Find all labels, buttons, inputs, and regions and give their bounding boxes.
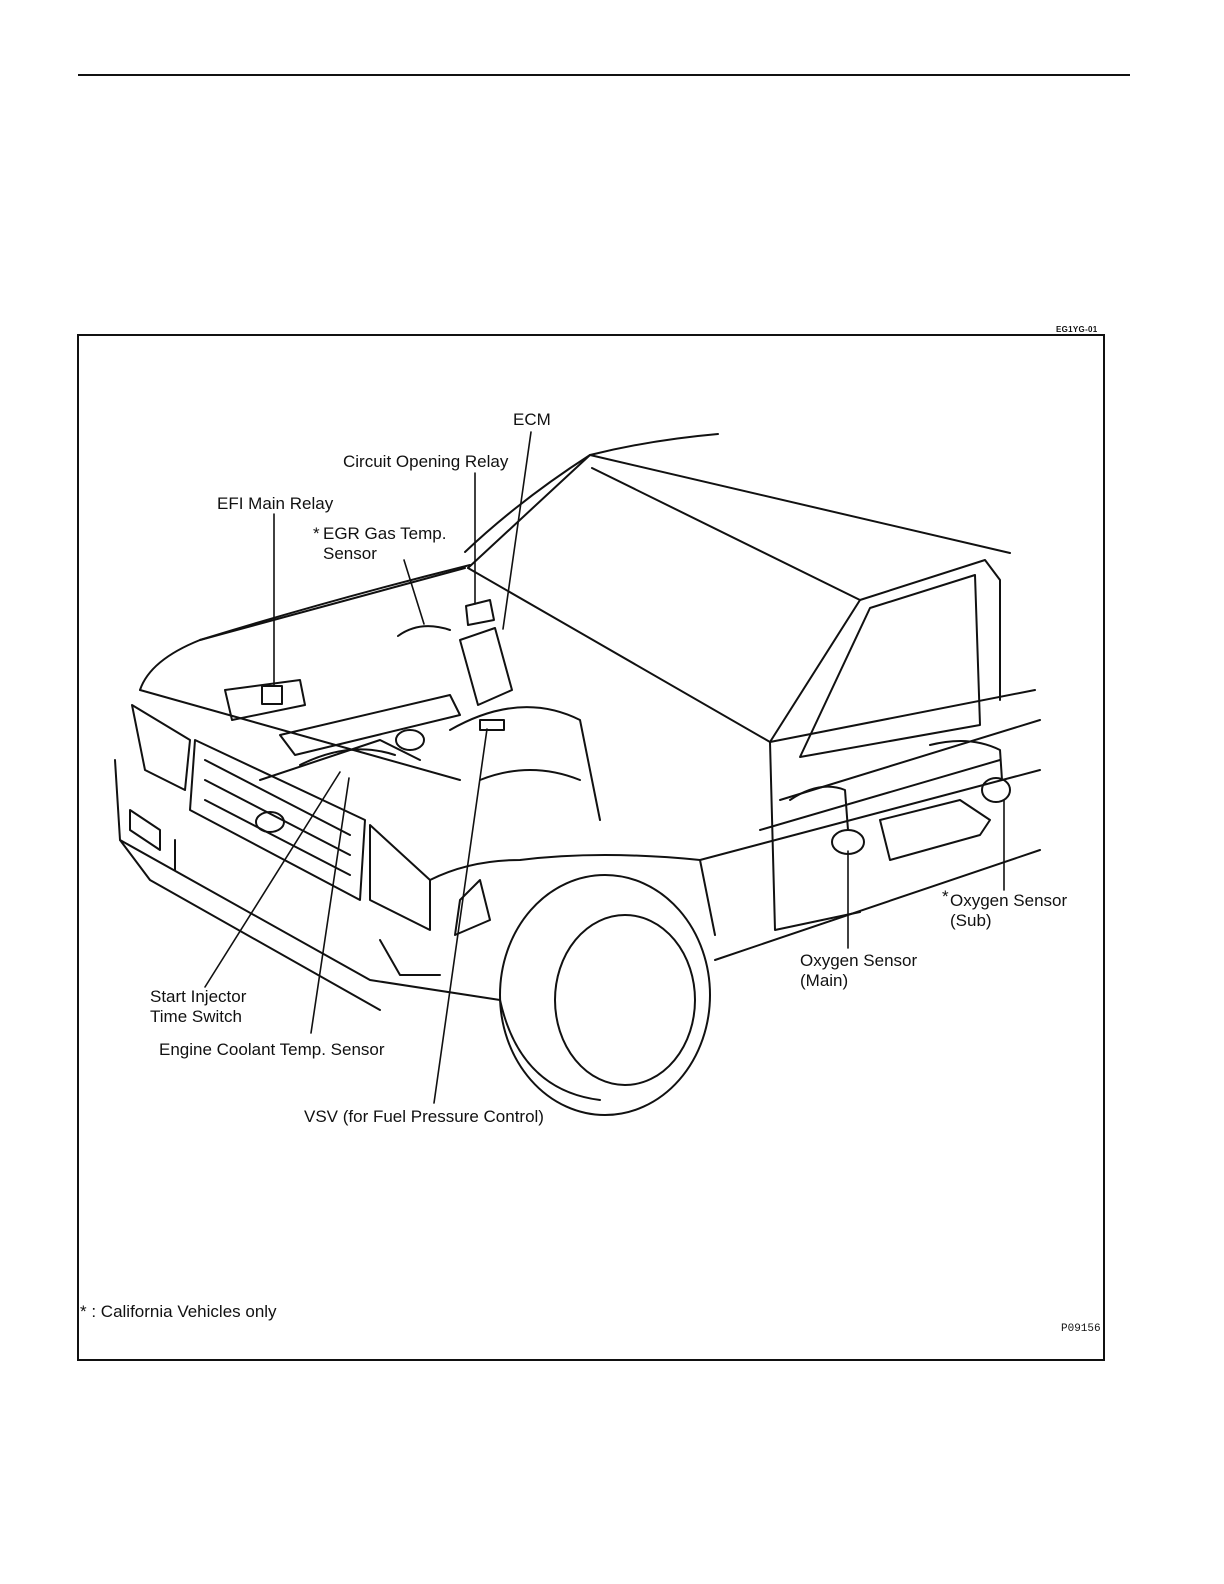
vsv-fuel-pressure-label: VSV (for Fuel Pressure Control): [304, 1107, 544, 1127]
front-wheel: [430, 855, 715, 1115]
plate-number: P09156: [1061, 1323, 1101, 1335]
oxygen-sensor-sub-mark: *: [942, 887, 949, 907]
egr-gas-temp-sensor-label: EGR Gas Temp. Sensor: [323, 524, 446, 564]
footnote-text: : California Vehicles only: [87, 1302, 277, 1321]
efi-main-relay-label: EFI Main Relay: [217, 494, 333, 514]
footnote-mark: *: [80, 1302, 87, 1321]
oxygen-sensor-sub-label: Oxygen Sensor (Sub): [950, 891, 1067, 931]
footnote: * : California Vehicles only: [80, 1302, 277, 1322]
engine-bay: [225, 600, 600, 820]
cab-outline: [465, 434, 1040, 930]
circuit-opening-relay-label: Circuit Opening Relay: [343, 452, 508, 472]
egr-gas-temp-sensor-mark: *: [313, 524, 320, 544]
engine-coolant-temp-sensor-label: Engine Coolant Temp. Sensor: [159, 1040, 385, 1060]
oxygen-sensors: [790, 741, 1010, 854]
start-injector-time-switch-label: Start Injector Time Switch: [150, 987, 246, 1027]
ecm-label: ECM: [513, 410, 551, 430]
oxygen-sensor-main-label: Oxygen Sensor (Main): [800, 951, 917, 991]
front-grille: [115, 705, 500, 1010]
